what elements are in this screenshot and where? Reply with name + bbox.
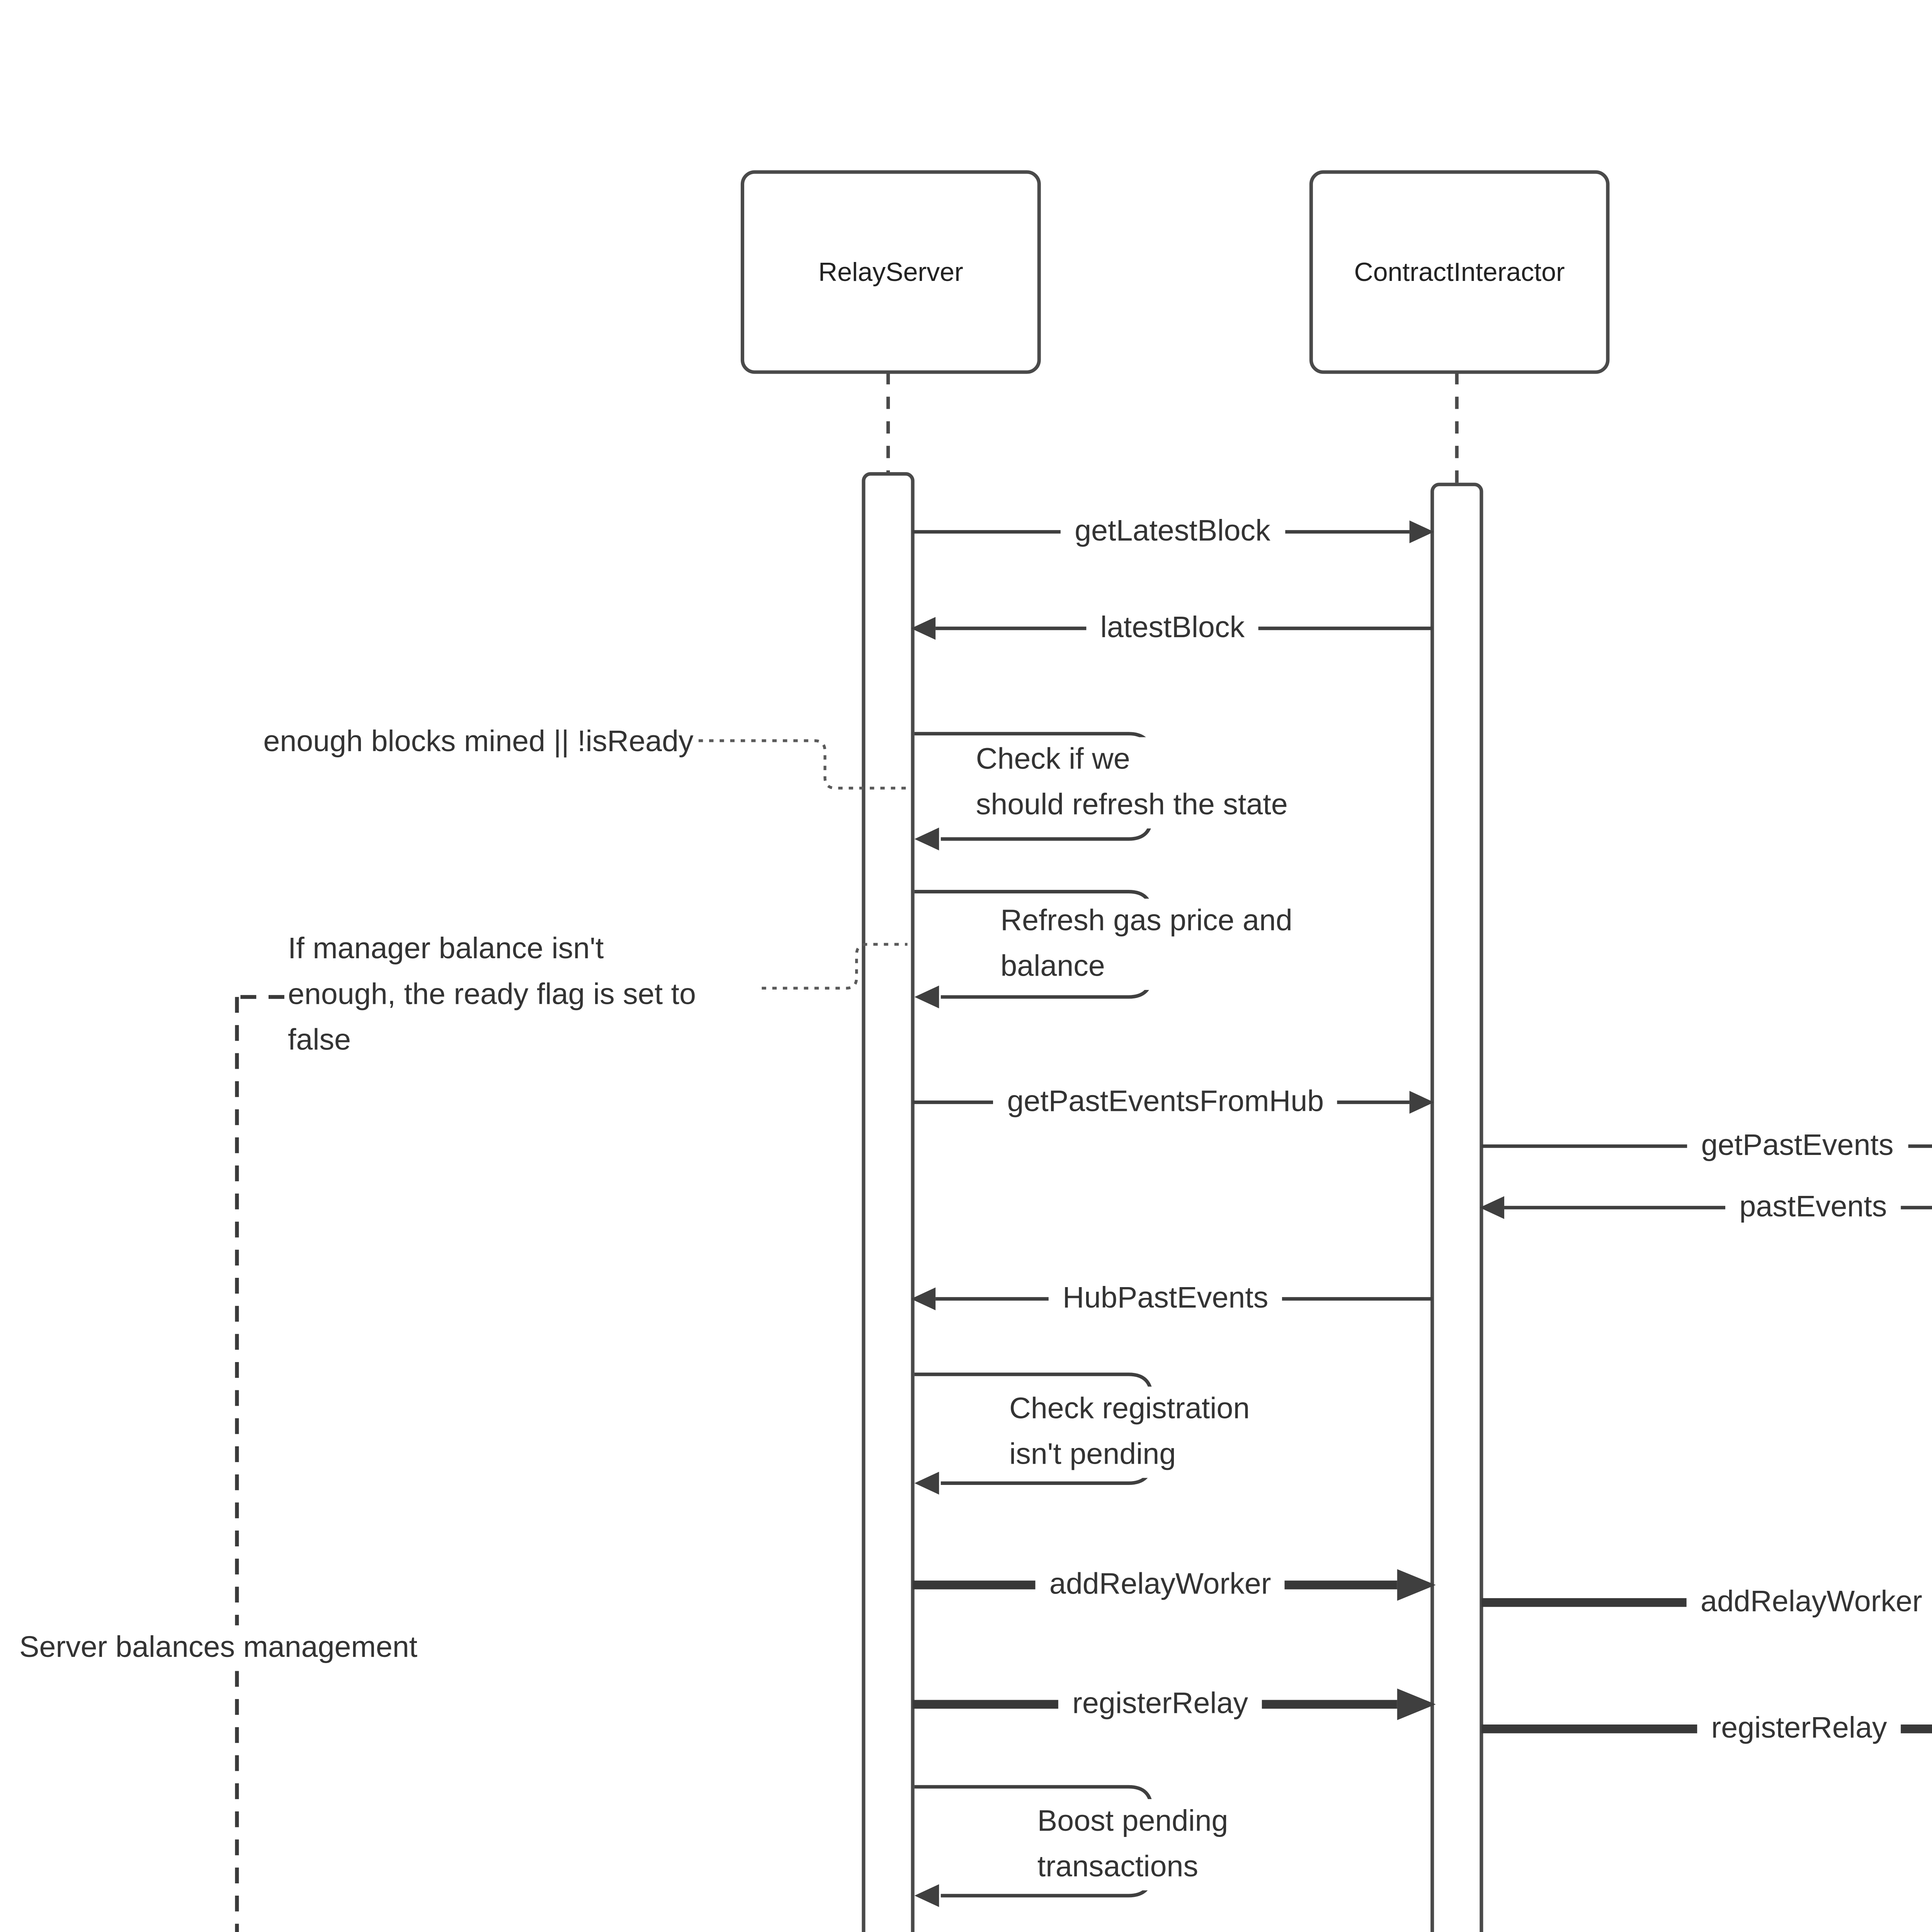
message-label-getpasteventsfromhub: getPastEventsFromHub xyxy=(993,1083,1338,1122)
self-label-check-refresh-state: Check if we should refresh the state xyxy=(969,737,1295,829)
message-label-getlatestblock: getLatestBlock xyxy=(1060,512,1285,551)
message-label-addrelayworker-2: addRelayWorker xyxy=(1686,1583,1932,1622)
participant-contractinteractor-label: ContractInteractor xyxy=(1354,257,1565,287)
connector-enough-blocks xyxy=(698,739,908,790)
connector-manager-balance xyxy=(762,943,908,990)
annotation-enough-blocks: enough blocks mined || !isReady xyxy=(263,725,694,759)
participant-contractinteractor: ContractInteractor xyxy=(1309,170,1610,374)
participant-relayserver: RelayServer xyxy=(740,170,1041,374)
message-label-hubpastevents: HubPastEvents xyxy=(1048,1279,1282,1318)
activation-contractinteractor xyxy=(1430,483,1483,1932)
message-label-getpastevents: getPastEvents xyxy=(1687,1127,1908,1166)
activation-relayserver xyxy=(862,472,915,1932)
self-label-boost-pending: Boost pending transactions xyxy=(1030,1799,1235,1891)
message-label-registerrelay-2: registerRelay xyxy=(1697,1709,1901,1748)
annotation-manager-balance: If manager balance isn't enough, the rea… xyxy=(287,932,696,1057)
annotation-server-balances-management: Server balances management xyxy=(14,1625,423,1671)
message-label-registerrelay-1: registerRelay xyxy=(1058,1685,1262,1724)
participant-relayserver-label: RelayServer xyxy=(818,257,963,287)
message-label-latestblock: latestBlock xyxy=(1086,609,1259,648)
message-label-pastevents: pastEvents xyxy=(1725,1188,1901,1227)
self-label-refresh-gas-price: Refresh gas price and balance xyxy=(993,898,1299,990)
message-label-addrelayworker-1: addRelayWorker xyxy=(1035,1565,1285,1604)
self-label-check-registration: Check registration isn't pending xyxy=(1002,1386,1257,1478)
